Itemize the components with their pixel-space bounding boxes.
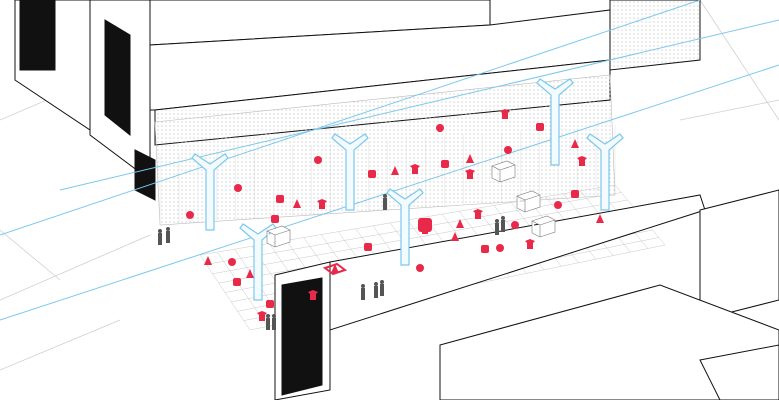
red-object-icon	[456, 219, 464, 228]
person-icon	[380, 284, 384, 296]
tree-column-icon	[239, 223, 277, 301]
person-icon	[374, 282, 378, 286]
red-object-icon	[186, 211, 194, 219]
red-object-icon	[441, 160, 449, 168]
red-object-icon	[451, 232, 459, 241]
tree-column-icon	[386, 188, 424, 266]
left-building	[14, 0, 156, 201]
red-object-icon	[391, 166, 399, 175]
red-object-icon	[465, 169, 475, 179]
person-icon	[383, 198, 387, 210]
red-object-icon	[504, 146, 512, 154]
red-object-icon	[331, 264, 339, 273]
person-icon	[374, 286, 378, 298]
red-object-icon	[293, 199, 301, 208]
red-object-icon	[500, 109, 510, 119]
person-icon	[158, 229, 162, 233]
red-object-icon	[368, 170, 376, 178]
red-object-icon	[418, 218, 432, 232]
person-icon	[266, 318, 270, 330]
red-object-icon	[314, 156, 322, 164]
red-object-icon	[246, 269, 254, 278]
red-object-icon	[276, 195, 284, 203]
red-object-icon	[364, 243, 372, 251]
grid-line	[212, 199, 628, 274]
red-object-icon	[317, 199, 327, 209]
red-object-icon	[308, 290, 318, 300]
red-object-icon	[536, 123, 544, 131]
person-icon	[166, 231, 170, 243]
red-object-icon	[234, 184, 242, 192]
pavilion-box-icon	[516, 190, 541, 213]
pavilion-box-icon	[266, 225, 291, 248]
person-icon	[495, 223, 499, 235]
red-object-icon	[496, 244, 504, 252]
red-object-icon	[554, 201, 562, 209]
red-object-icon	[233, 278, 241, 286]
person-icon	[501, 220, 505, 232]
person-icon	[383, 194, 387, 198]
red-object-icon	[410, 164, 420, 174]
red-object-icon	[204, 256, 212, 265]
red-object-icon	[228, 258, 236, 266]
red-object-icon	[416, 264, 424, 272]
tree-column-icon	[191, 153, 229, 231]
tree-column-icon	[331, 133, 369, 211]
red-object-icon	[481, 245, 489, 253]
person-icon	[380, 280, 384, 284]
tree-columns	[191, 78, 624, 301]
red-object-icon	[525, 239, 535, 249]
red-object-icon	[473, 209, 483, 219]
grid-line	[206, 192, 622, 265]
person-icon	[166, 227, 170, 231]
person-icon	[495, 219, 499, 223]
red-object-icon	[596, 214, 604, 223]
person-icon	[501, 216, 505, 220]
foreground-buildings	[274, 189, 779, 400]
red-object-icon	[571, 190, 579, 198]
red-object-icon	[271, 215, 279, 223]
red-object-icon	[436, 124, 444, 132]
person-icon	[158, 233, 162, 245]
person-icon	[266, 314, 270, 318]
red-object-icon	[257, 311, 267, 321]
person-icon	[361, 284, 365, 288]
red-objects	[186, 109, 604, 321]
pavilion-box-icon	[491, 160, 516, 183]
red-object-icon	[511, 221, 519, 229]
pavilion-box-icon	[531, 215, 556, 238]
red-object-icon	[571, 139, 579, 148]
person-icon	[361, 288, 365, 300]
person-icon	[272, 314, 276, 318]
red-object-icon	[577, 156, 587, 166]
pavilion-boxes	[266, 160, 556, 248]
tree-column-icon	[536, 78, 574, 166]
red-object-icon	[322, 262, 348, 276]
people-figures	[158, 194, 505, 330]
tree-column-icon	[586, 133, 624, 211]
red-object-icon	[466, 154, 474, 163]
red-object-icon	[266, 300, 274, 308]
person-icon	[272, 318, 276, 330]
